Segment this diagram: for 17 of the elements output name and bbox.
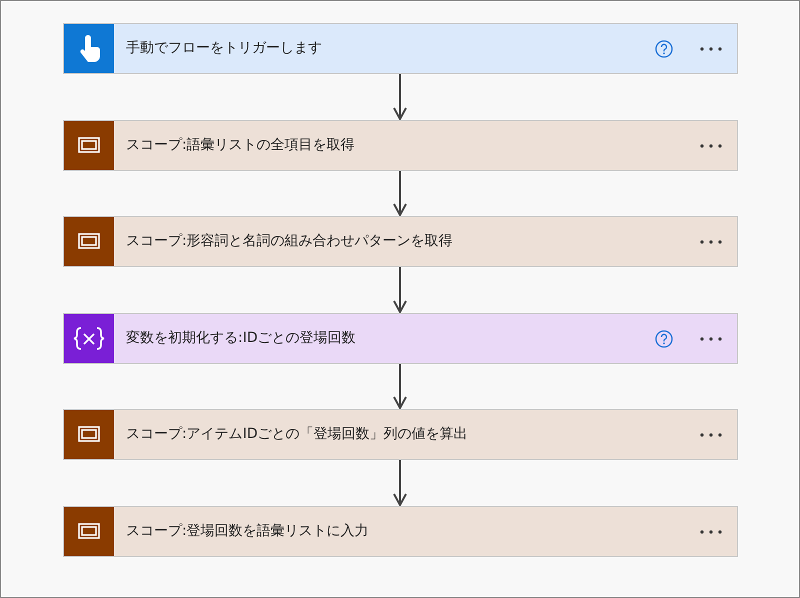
action-title: スコープ:登場回数を語彙リストに入力 — [126, 522, 369, 540]
action-card — [63, 120, 738, 171]
arrow — [393, 364, 407, 409]
arrow — [393, 267, 407, 313]
action-card — [63, 506, 738, 557]
action-title: スコープ:アイテムIDごとの「登場回数」列の値を算出 — [126, 425, 468, 443]
action-title: スコープ:形容詞と名詞の組み合わせパターンを取得 — [126, 232, 453, 250]
action-title: スコープ:語彙リストの全項目を取得 — [126, 136, 355, 154]
action-card — [63, 409, 738, 460]
action-card — [63, 23, 738, 74]
action-card — [63, 313, 738, 364]
arrow — [393, 460, 407, 506]
arrow — [393, 74, 407, 120]
arrow — [393, 171, 407, 216]
action-card — [63, 216, 738, 267]
action-title: 変数を初期化する:IDごとの登場回数 — [126, 329, 356, 347]
action-title: 手動でフローをトリガーします — [126, 39, 322, 57]
